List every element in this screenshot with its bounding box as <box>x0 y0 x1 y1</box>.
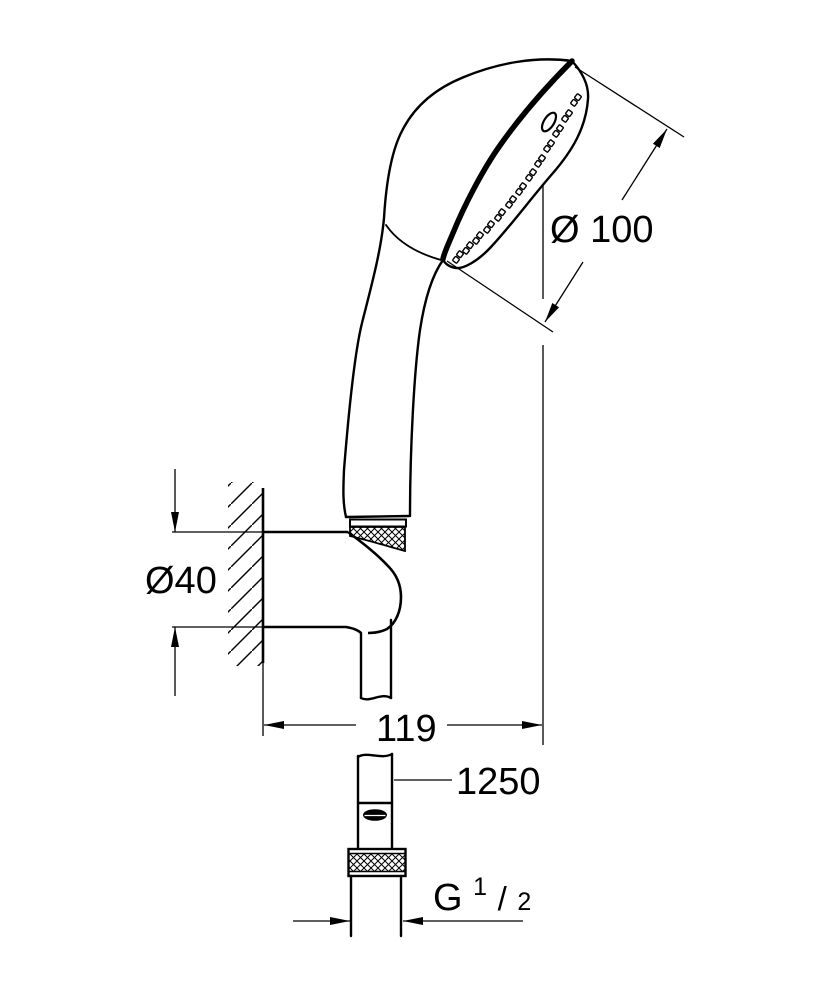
wall-section <box>228 482 265 736</box>
face-slot <box>540 111 558 133</box>
wall-holder <box>263 530 403 635</box>
knurled-nut <box>347 847 407 878</box>
handle-right-edge <box>408 258 445 518</box>
thread-connector <box>349 874 403 938</box>
dim-hose-length: 1250 <box>394 761 541 803</box>
handle <box>344 258 445 553</box>
dim-thread-size: G 1 / 2 <box>293 862 531 925</box>
holder-body-outline <box>347 530 403 635</box>
dim-line-head-upper <box>621 128 668 201</box>
dim-holder-diameter: Ø40 <box>145 469 262 696</box>
hose-length-label: 1250 <box>456 761 541 803</box>
wall-hatching <box>228 482 263 666</box>
holder-diameter-label: Ø40 <box>145 560 217 602</box>
thread-slash: / <box>498 880 508 917</box>
dim-wall-offset: 119 <box>264 708 542 750</box>
brand-emblem <box>363 809 387 821</box>
wall-offset-label: 119 <box>376 708 437 750</box>
thread-numerator: 1 <box>473 873 487 901</box>
dim-head-diameter: Ø 100 <box>446 66 685 745</box>
hose-break-line-bottom <box>356 752 394 759</box>
ext-line-head-top <box>574 66 685 138</box>
spray-face-rim <box>440 58 575 262</box>
thread-size-label: G 1 / 2 <box>433 862 531 919</box>
head-back-outline <box>342 58 574 519</box>
hose-break-line-top <box>359 694 393 701</box>
ext-line-head-bottom <box>446 260 554 333</box>
handle-band <box>349 518 407 528</box>
head-diameter-label: Ø 100 <box>550 209 654 251</box>
thread-denominator: 2 <box>517 888 531 916</box>
spray-face-edge <box>441 59 590 270</box>
handle-knurl <box>349 526 406 553</box>
shower-hose <box>347 618 407 938</box>
shower-head <box>342 58 590 519</box>
thread-letter: G <box>433 877 463 919</box>
dim-line-head-lower <box>544 261 584 323</box>
holder-bottom-edge <box>263 625 362 634</box>
handle-bottom-edge <box>344 514 411 519</box>
neck-crease <box>385 224 442 261</box>
